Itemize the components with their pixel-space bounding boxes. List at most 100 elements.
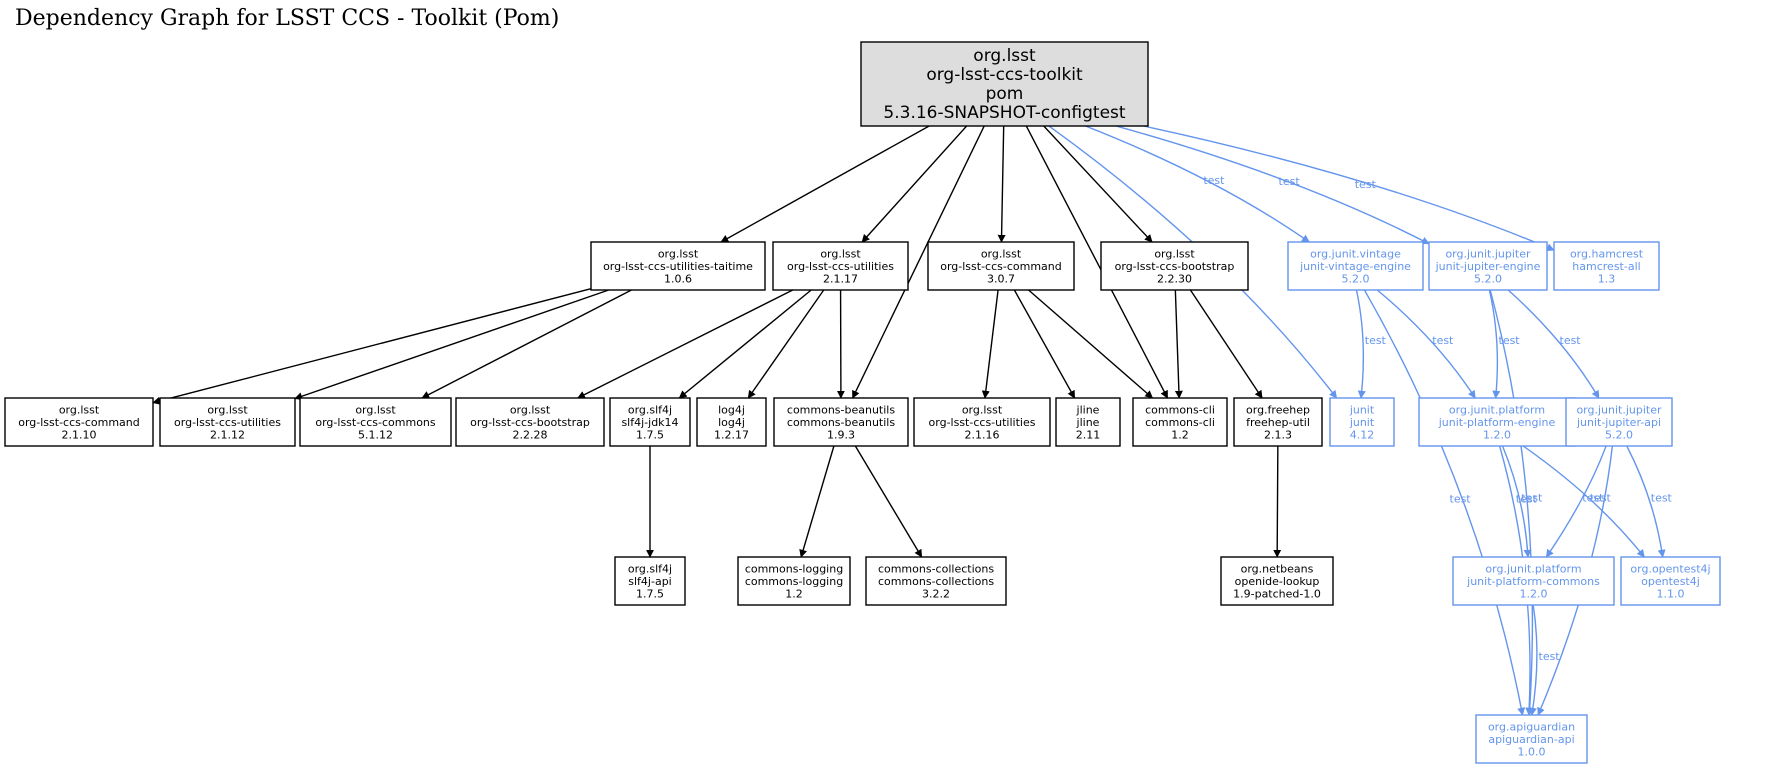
node-box — [1565, 397, 1673, 447]
edge-label: test — [1365, 334, 1387, 347]
node-label-line: org-lsst-ccs-command — [18, 416, 140, 429]
node-box — [1452, 556, 1615, 606]
edge-line — [1545, 445, 1607, 558]
nodes-layer: org.lsstorg-lsst-ccs-toolkitpom5.3.16-SN… — [4, 41, 1721, 764]
node-label-line: 1.2.0 — [1520, 587, 1548, 600]
node-jupeng[interactable]: org.junit.jupiterjunit-jupiter-engine5.2… — [1428, 241, 1548, 291]
node-box — [614, 556, 686, 606]
node-box — [1418, 397, 1576, 447]
edge-vintage-to-platengine: test — [1376, 289, 1476, 399]
node-label-line: apiguardian-api — [1488, 733, 1574, 746]
edge-label: test — [1499, 334, 1521, 347]
node-collections[interactable]: commons-collectionscommons-collections3.… — [865, 556, 1007, 606]
node-label-line: junit — [1349, 403, 1375, 416]
node-label-line: 5.2.0 — [1342, 272, 1370, 285]
node-label-line: 2.1.17 — [823, 272, 858, 285]
node-label-line: org-lsst-ccs-command — [940, 260, 1062, 273]
node-label-line: org.lsst — [973, 46, 1036, 66]
edge-line — [1115, 125, 1430, 245]
edge-label: test — [1560, 334, 1582, 347]
node-label-line: junit-platform-engine — [1438, 416, 1556, 429]
node-label-line: commons-collections — [878, 562, 994, 575]
node-label-line: org-lsst-ccs-bootstrap — [470, 416, 590, 429]
node-label-line: org.junit.jupiter — [1445, 247, 1531, 260]
edge-beanutils-to-logging — [799, 445, 835, 558]
node-label-line: org.junit.platform — [1449, 403, 1545, 416]
node-openide[interactable]: org.netbeansopenide-lookup1.9-patched-1.… — [1220, 556, 1334, 606]
node-label-line: pom — [986, 84, 1024, 104]
edge-root-to-jupeng: test — [1115, 125, 1430, 245]
node-box — [696, 397, 767, 447]
node-label-line: slf4j-api — [628, 575, 671, 588]
edge-line — [294, 289, 609, 401]
edge-util2117-to-slf4jjdk — [678, 289, 812, 399]
edge-boot2230-to-cli — [1174, 289, 1183, 399]
node-label-line: commons-beanutils — [787, 403, 895, 416]
node-label-line: org.lsst — [510, 403, 551, 416]
graph-title: Dependency Graph for LSST CCS - Toolkit … — [15, 6, 560, 31]
edge-vintage-to-junit: test — [1355, 289, 1387, 399]
node-label-line: org-lsst-ccs-utilities — [787, 260, 894, 273]
edge-line — [1025, 125, 1169, 399]
node-label-line: org.slf4j — [628, 562, 672, 575]
node-label-line: 4.12 — [1350, 428, 1375, 441]
node-label-line: org.hamcrest — [1570, 247, 1644, 260]
node-platcommons[interactable]: org.junit.platformjunit-platform-commons… — [1452, 556, 1615, 606]
node-label-line: 1.7.5 — [636, 428, 664, 441]
node-label-line: org.opentest4j — [1630, 562, 1710, 575]
node-box — [913, 397, 1051, 447]
node-label-line: org-lsst-ccs-utilities-taitime — [603, 260, 753, 273]
node-label-line: 2.1.3 — [1264, 428, 1292, 441]
edge-beanutils-to-collections — [854, 445, 923, 558]
node-label-line: junit-vintage-engine — [1299, 260, 1411, 273]
node-label-line: 1.2.17 — [714, 428, 749, 441]
edge-line — [854, 445, 923, 558]
node-label-line: 3.0.7 — [987, 272, 1015, 285]
edge-jupeng-to-platengine: test — [1488, 289, 1521, 399]
edge-jupapi-to-platcommons: test — [1545, 445, 1607, 558]
edge-root-to-boot2230 — [1043, 125, 1153, 243]
edge-line — [1355, 289, 1366, 399]
node-label-line: 5.3.16-SNAPSHOT-configtest — [883, 103, 1126, 123]
edge-freehep-to-openide — [1273, 445, 1282, 558]
node-taitime[interactable]: org.lsstorg-lsst-ccs-utilities-taitime1.… — [590, 241, 766, 291]
node-vintage[interactable]: org.junit.vintagejunit-vintage-engine5.2… — [1287, 241, 1424, 291]
node-box — [455, 397, 605, 447]
edge-cmd307-to-cli — [1028, 289, 1154, 399]
node-box — [1475, 714, 1588, 764]
node-label-line: 1.0.6 — [664, 272, 692, 285]
node-label-line: org-lsst-ccs-commons — [315, 416, 436, 429]
edge-taitime-to-commons5112 — [421, 289, 632, 399]
node-platengine[interactable]: org.junit.platformjunit-platform-engine1… — [1418, 397, 1576, 447]
node-label-line: 2.1.16 — [965, 428, 1000, 441]
edge-line — [1522, 445, 1645, 558]
edge-jupapi-to-opentest4j: test — [1626, 445, 1673, 558]
node-label-line: org.junit.jupiter — [1576, 403, 1662, 416]
node-label-line: 1.2 — [785, 587, 803, 600]
node-root[interactable]: org.lsstorg-lsst-ccs-toolkitpom5.3.16-SN… — [860, 41, 1149, 127]
node-label-line: 1.7.5 — [636, 587, 664, 600]
edge-root-to-util2117 — [861, 125, 968, 243]
edge-line — [1028, 289, 1154, 399]
